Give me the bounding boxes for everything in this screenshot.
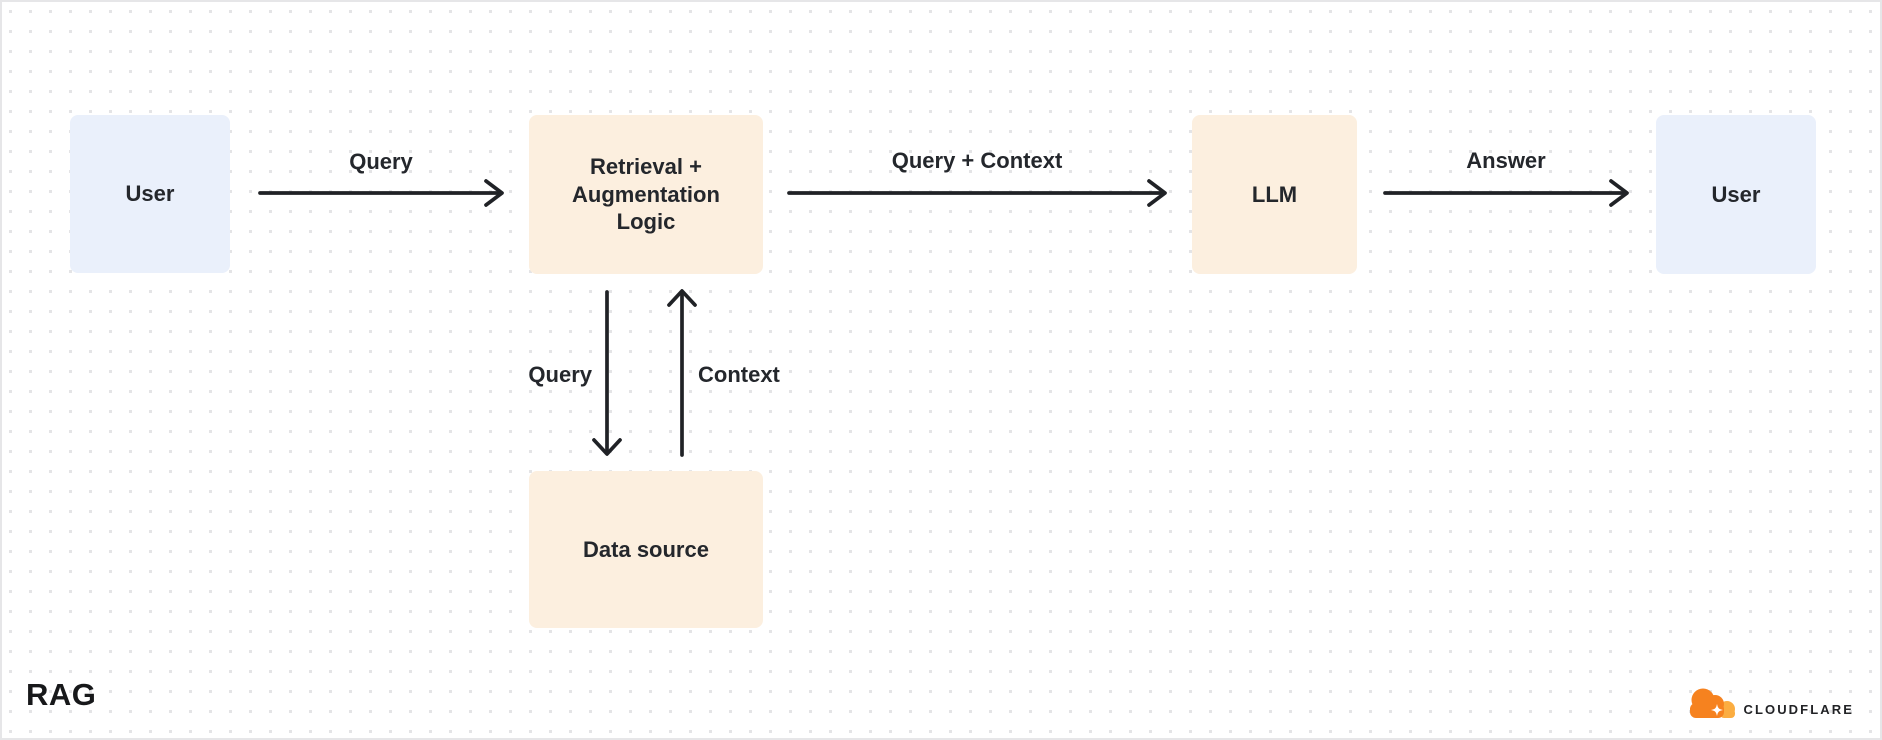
arrow-context-up [667, 289, 697, 457]
arrow-query-right [258, 179, 504, 207]
node-data-source: Data source [529, 471, 763, 628]
diagram-title: RAG [26, 677, 97, 712]
cloudflare-wordmark: CLOUDFLARE [1743, 702, 1854, 717]
cloudflare-cloud-icon [1684, 686, 1738, 720]
edge-label-query-down: Query [528, 362, 592, 387]
node-user-right: User [1656, 115, 1816, 274]
node-user-left: User [70, 115, 230, 273]
node-user-right-label: User [1711, 181, 1761, 207]
node-data-source-label: Data source [583, 536, 709, 562]
node-retrieval-label: Retrieval + Augmentation Logic [572, 154, 720, 235]
edge-label-query: Query [349, 149, 413, 174]
node-retrieval-augmentation-logic: Retrieval + Augmentation Logic [529, 115, 763, 274]
edge-label-query-context: Query + Context [891, 148, 1063, 173]
arrow-answer-right [1383, 179, 1629, 207]
node-llm: LLM [1192, 115, 1357, 274]
node-user-left-label: User [125, 181, 175, 207]
node-llm-label: LLM [1251, 181, 1298, 207]
edge-label-context-up: Context [698, 362, 780, 387]
arrow-query-down [592, 290, 622, 456]
cloudflare-logo: CLOUDFLARE [1684, 686, 1854, 720]
edge-label-answer: Answer [1466, 148, 1546, 173]
arrow-query-context-right [787, 179, 1167, 207]
